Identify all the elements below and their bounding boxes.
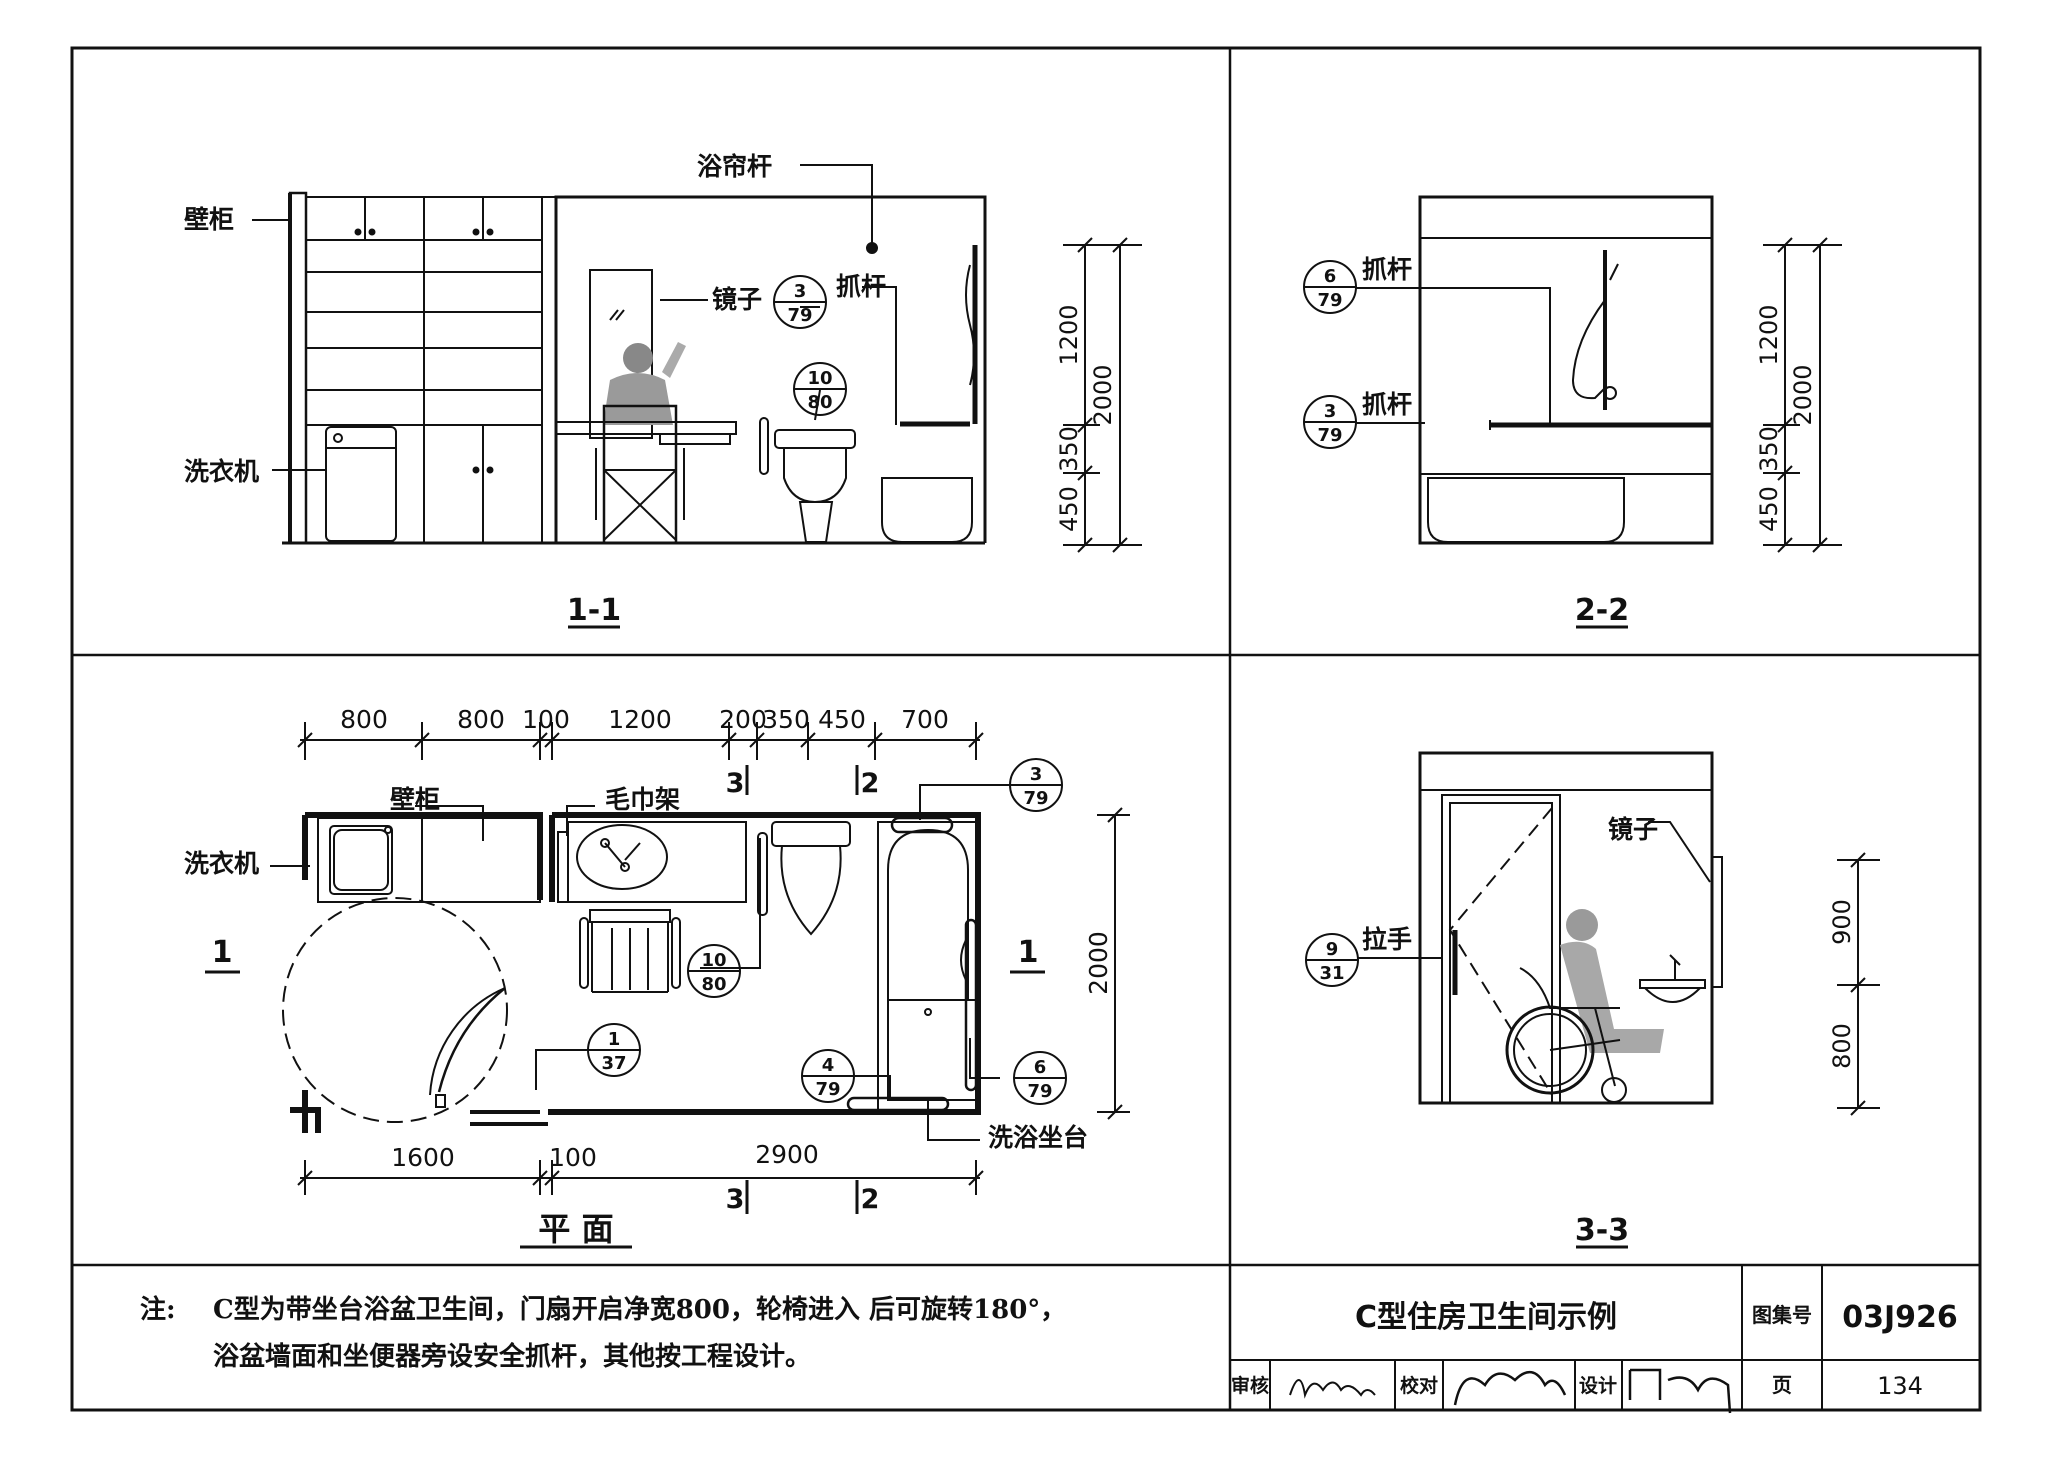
designer-signature: [1628, 1368, 1732, 1414]
floor-plan: [205, 722, 1130, 1249]
review-label: 审核: [1231, 1374, 1269, 1397]
section-mark-1-right: 1: [1018, 935, 1039, 970]
callout-den: 37: [601, 1053, 626, 1074]
label-bath-seat: 洗浴坐台: [988, 1123, 1088, 1152]
callout-num: 10: [701, 950, 726, 971]
top-dim: 800: [340, 705, 388, 734]
callout-num: 3: [794, 281, 807, 302]
callout-den: 79: [1023, 788, 1048, 809]
bottom-dim: 1600: [391, 1143, 455, 1172]
section-1-1: [252, 164, 1142, 629]
side-dim-2000: 2000: [1084, 931, 1113, 995]
dim-450: 450: [1055, 486, 1083, 532]
section-mark-2-top: 2: [861, 768, 880, 799]
callout-num: 6: [1324, 266, 1337, 287]
callout-den: 80: [701, 974, 726, 995]
label-curtain-rod: 浴帘杆: [697, 152, 772, 181]
label-grab-bar: 抓杆: [836, 272, 886, 301]
note-label: 注:: [140, 1294, 176, 1325]
label-washer: 洗衣机: [184, 849, 259, 878]
label-grab-bar-upper: 抓杆: [1362, 255, 1412, 284]
dim-350: 350: [1755, 426, 1783, 472]
callout-den: 80: [807, 392, 832, 413]
dim-900: 900: [1828, 899, 1856, 945]
bottom-dim: 100: [549, 1143, 597, 1172]
dim-350: 350: [1055, 426, 1083, 472]
callout-den: 79: [787, 305, 812, 326]
dim-1200: 1200: [1055, 304, 1083, 365]
design-label: 设计: [1579, 1375, 1617, 1397]
page-number: 134: [1877, 1372, 1923, 1400]
top-dim: 800: [457, 705, 505, 734]
dim-2000: 2000: [1089, 364, 1117, 425]
top-dim: 700: [901, 705, 949, 734]
page-label: 页: [1772, 1373, 1792, 1397]
label-mirror: 镜子: [712, 285, 762, 314]
callout-num: 3: [1030, 764, 1043, 785]
view-title-plan: 平 面: [538, 1210, 613, 1248]
label-towel-rack: 毛巾架: [605, 785, 680, 814]
callout-num: 10: [807, 368, 832, 389]
section-mark-1-left: 1: [212, 935, 233, 970]
bottom-dim: 2900: [755, 1140, 819, 1169]
callout-den: 79: [1317, 290, 1342, 311]
dim-450: 450: [1755, 486, 1783, 532]
label-cabinet: 壁柜: [390, 785, 440, 814]
label-grab-bar-lower: 抓杆: [1362, 390, 1412, 419]
label-cabinet: 壁柜: [184, 205, 234, 234]
top-dim: 450: [818, 705, 866, 734]
atlas-label: 图集号: [1752, 1303, 1812, 1327]
callout-num: 3: [1324, 401, 1337, 422]
view-title-2-2: 2-2: [1575, 593, 1629, 628]
callout-num: 6: [1034, 1057, 1047, 1078]
note-line-1: C型为带坐台浴盆卫生间，门扇开启净宽800，轮椅进入 后可旋转180°，: [213, 1294, 1066, 1325]
section-mark-3-top: 3: [726, 768, 745, 799]
check-label: 校对: [1400, 1374, 1438, 1397]
drawing-title: C型住房卫生间示例: [1355, 1300, 1617, 1335]
view-title-3-3: 3-3: [1575, 1213, 1629, 1248]
note-line-2: 浴盆墙面和坐便器旁设安全抓杆，其他按工程设计。: [213, 1341, 811, 1372]
dim-800: 800: [1828, 1023, 1856, 1069]
dim-1200: 1200: [1755, 304, 1783, 365]
callout-den: 79: [1317, 425, 1342, 446]
reviewer-signature: [1289, 1379, 1376, 1399]
label-mirror: 镜子: [1608, 815, 1658, 844]
top-dim: 200: [719, 705, 767, 734]
top-dim: 1200: [608, 705, 672, 734]
callout-den: 31: [1319, 963, 1344, 984]
label-washer: 洗衣机: [184, 457, 259, 486]
callout-den: 79: [1027, 1081, 1052, 1102]
callout-num: 4: [822, 1055, 835, 1076]
callout-circles: [587, 260, 1359, 1105]
view-title-1-1: 1-1: [567, 593, 621, 628]
sheet-border: [70, 46, 1982, 1412]
top-dim: 100: [522, 705, 570, 734]
title-block: [1230, 1265, 1980, 1414]
callout-num: 1: [608, 1029, 621, 1050]
section-mark-3-bottom: 3: [726, 1184, 745, 1215]
atlas-number: 03J926: [1842, 1300, 1958, 1335]
section-mark-2-bottom: 2: [861, 1184, 880, 1215]
section-2-2: [1355, 195, 1842, 629]
checker-signature: [1453, 1371, 1567, 1406]
dim-2000: 2000: [1789, 364, 1817, 425]
top-dim: 350: [762, 705, 810, 734]
callout-den: 79: [815, 1079, 840, 1100]
section-3-3: [1358, 751, 1880, 1249]
callout-num: 9: [1326, 939, 1339, 960]
label-handle: 拉手: [1362, 925, 1412, 954]
